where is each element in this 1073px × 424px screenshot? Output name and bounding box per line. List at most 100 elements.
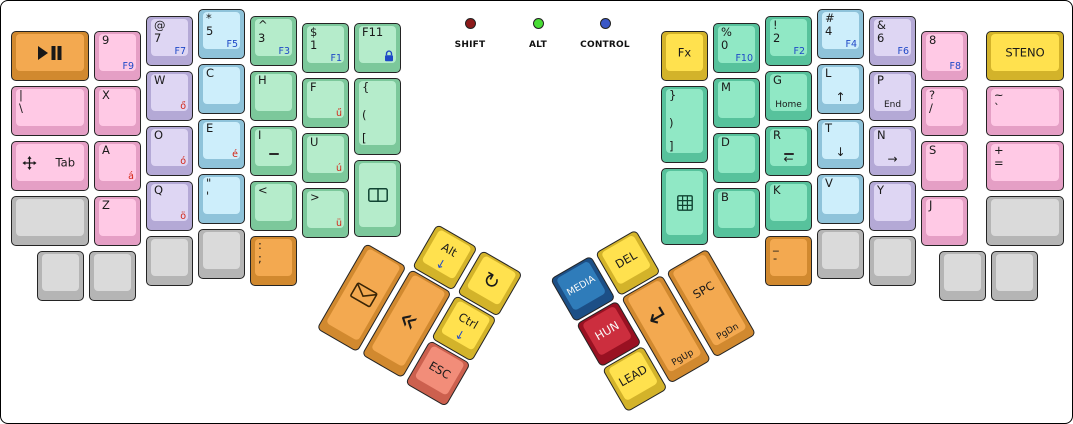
key-brace-close[interactable]: })] <box>661 86 708 163</box>
key-z[interactable]: Z <box>94 196 141 246</box>
key-k[interactable]: K <box>765 181 812 231</box>
key-c-legend-tl: C <box>206 66 215 80</box>
key-star-5-legend-br: F5 <box>226 38 238 50</box>
key-blank-l3[interactable] <box>89 251 136 301</box>
key-r[interactable]: R← <box>765 126 812 176</box>
key-s[interactable]: S <box>921 141 968 191</box>
envelope-icon <box>349 281 378 308</box>
homing-bar <box>783 152 794 155</box>
key-y[interactable]: Y <box>869 181 916 231</box>
key-less-than[interactable]: < <box>250 181 297 231</box>
key-question-slash-legend-tl: ? <box>929 88 936 102</box>
key-b[interactable]: B <box>713 188 760 238</box>
key-quote[interactable]: "' <box>198 174 245 224</box>
key-c[interactable]: C <box>198 64 245 114</box>
key-mail[interactable] <box>316 243 407 353</box>
keycap-top: :; <box>255 239 292 276</box>
key-plus-equals-legend-ml: = <box>994 156 1004 170</box>
key-x[interactable]: X <box>94 86 141 136</box>
key-hash-4-legend-br: F4 <box>845 38 857 50</box>
key-t[interactable]: T↓ <box>817 119 864 169</box>
key-blank-l5[interactable] <box>198 229 245 279</box>
key-steno[interactable]: STENO <box>986 31 1064 81</box>
key-colon-semicolon[interactable]: :; <box>250 236 297 286</box>
key-brace-open[interactable]: {([ <box>354 78 401 155</box>
key-blank-r3[interactable] <box>869 236 916 286</box>
key-star-5-legend-tl: * <box>206 11 212 25</box>
key-percent-0-legend-tl: % <box>721 25 732 39</box>
key-g-legend-bc: Home <box>775 100 802 110</box>
key-p-legend-tl: P <box>877 73 884 87</box>
key-fx-legend-c: Fx <box>677 44 692 59</box>
key-blank-l2[interactable] <box>37 251 84 301</box>
key-d[interactable]: D <box>713 133 760 183</box>
key-question-slash[interactable]: ?/ <box>921 86 968 136</box>
key-blank-r4[interactable] <box>939 251 986 301</box>
key-a-legend-br: á <box>128 170 134 182</box>
indicator-shift: SHIFT <box>435 14 505 50</box>
keycap-top: |\ <box>16 89 84 126</box>
key-f-legend-br: ű <box>335 107 342 119</box>
key-blank-l4[interactable] <box>146 236 193 286</box>
key-v[interactable]: V <box>817 174 864 224</box>
key-tilde-backtick-legend-ml: ` <box>994 101 1000 115</box>
key-fx[interactable]: Fx <box>661 31 708 81</box>
key-blank-r1[interactable] <box>986 196 1064 246</box>
key-i[interactable]: I <box>250 126 297 176</box>
key-tilde-backtick[interactable]: ~` <box>986 86 1064 136</box>
keycap-top: Tab <box>16 144 84 181</box>
keycap-top: >ü <box>307 191 344 228</box>
indicator-shift-label: SHIFT <box>454 40 486 50</box>
key-pipe-backslash[interactable]: |\ <box>11 86 89 136</box>
key-layout-split[interactable] <box>354 160 401 237</box>
keycap-top <box>203 232 240 269</box>
key-m[interactable]: M <box>713 78 760 128</box>
key-plus-equals[interactable]: += <box>986 141 1064 191</box>
key-underscore-dash[interactable]: _- <box>765 236 812 286</box>
control-led-icon <box>599 18 611 29</box>
key-play-pause[interactable] <box>11 31 89 81</box>
keycap-top <box>94 254 131 291</box>
key-j[interactable]: J <box>921 196 968 246</box>
key-amp-6-legend-ml: 6 <box>877 31 885 45</box>
key-q-legend-tl: Q <box>154 183 164 197</box>
keycap-top: {([ <box>359 81 396 145</box>
keycap-top: B <box>718 191 755 228</box>
key-s-legend-tl: S <box>929 143 937 157</box>
key-greater-than[interactable]: >ü <box>302 188 349 238</box>
key-f11[interactable]: F11 <box>354 23 401 73</box>
keycap-top: })] <box>666 89 703 153</box>
key-blank-r2[interactable] <box>817 229 864 279</box>
key-n[interactable]: N→ <box>869 126 916 176</box>
key-h[interactable]: H <box>250 71 297 121</box>
key-bang-2-legend-br: F2 <box>793 45 805 57</box>
key-bang-2-legend-tl: ! <box>773 18 778 32</box>
key-numpad-layer[interactable] <box>661 168 708 245</box>
key-l[interactable]: L↑ <box>817 64 864 114</box>
key-percent-0-legend-br: F10 <box>735 52 753 64</box>
key-blank-r5[interactable] <box>991 251 1038 301</box>
key-blank-l1[interactable] <box>11 196 89 246</box>
key-tab[interactable]: Tab <box>11 141 89 191</box>
